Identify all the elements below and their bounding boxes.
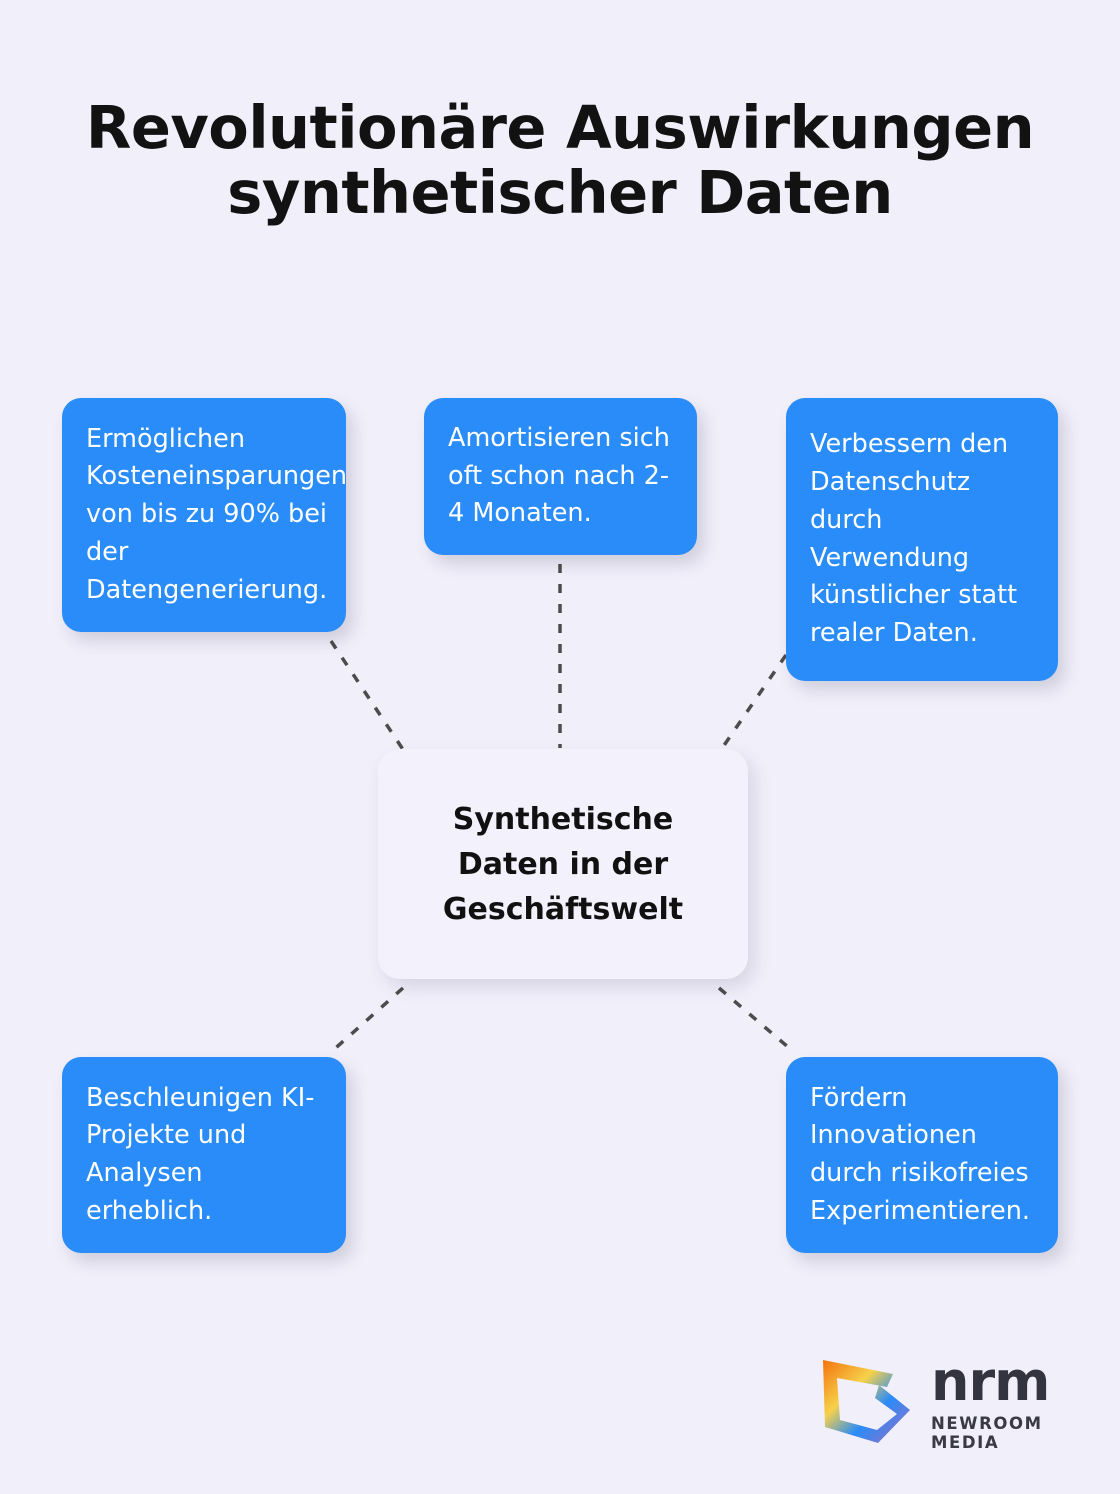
node-amortisation-label: Amortisieren sich oft schon nach 2- 4 Mo… [448, 422, 670, 529]
connector-center-to-ai-projects [328, 986, 405, 1055]
logo-tagline: NEWROOM MEDIA [931, 1414, 1043, 1453]
node-data-privacy[interactable]: Verbessern den Datenschutz durch Verwend… [786, 398, 1058, 681]
page-title: Revolutionäre Auswirkungen synthetischer… [85, 93, 1035, 227]
center-node-label: Synthetische Daten in der Geschäftswelt [442, 801, 684, 927]
node-ai-projects[interactable]: Beschleunigen KI- Projekte und Analysen … [62, 1057, 346, 1253]
logo-text-block: nrm NEWROOM MEDIA [931, 1349, 1065, 1453]
connector-center-to-innovation [717, 986, 797, 1055]
node-innovation-label: Fördern Innovationen durch risikofreies … [810, 1082, 1030, 1226]
node-data-privacy-label: Verbessern den Datenschutz durch Verwend… [810, 429, 1018, 648]
node-amortisation[interactable]: Amortisieren sich oft schon nach 2- 4 Mo… [424, 398, 697, 555]
node-innovation[interactable]: Fördern Innovationen durch risikofreies … [786, 1057, 1058, 1253]
logo-wordmark: nrm [931, 1349, 1050, 1413]
connector-cost-savings-to-center [329, 640, 410, 758]
node-cost-savings-label: Ermöglichen Kosteneinsparungen von bis z… [86, 423, 348, 605]
node-ai-projects-label: Beschleunigen KI- Projekte und Analysen … [86, 1082, 315, 1226]
node-cost-savings[interactable]: Ermöglichen Kosteneinsparungen von bis z… [62, 398, 348, 632]
nrm-chevron-icon [823, 1360, 910, 1443]
connector-data-privacy-to-center [714, 654, 788, 758]
center-node[interactable]: Synthetische Daten in der Geschäftswelt [378, 749, 748, 979]
brand-logo: nrm NEWROOM MEDIA [815, 1348, 1065, 1460]
